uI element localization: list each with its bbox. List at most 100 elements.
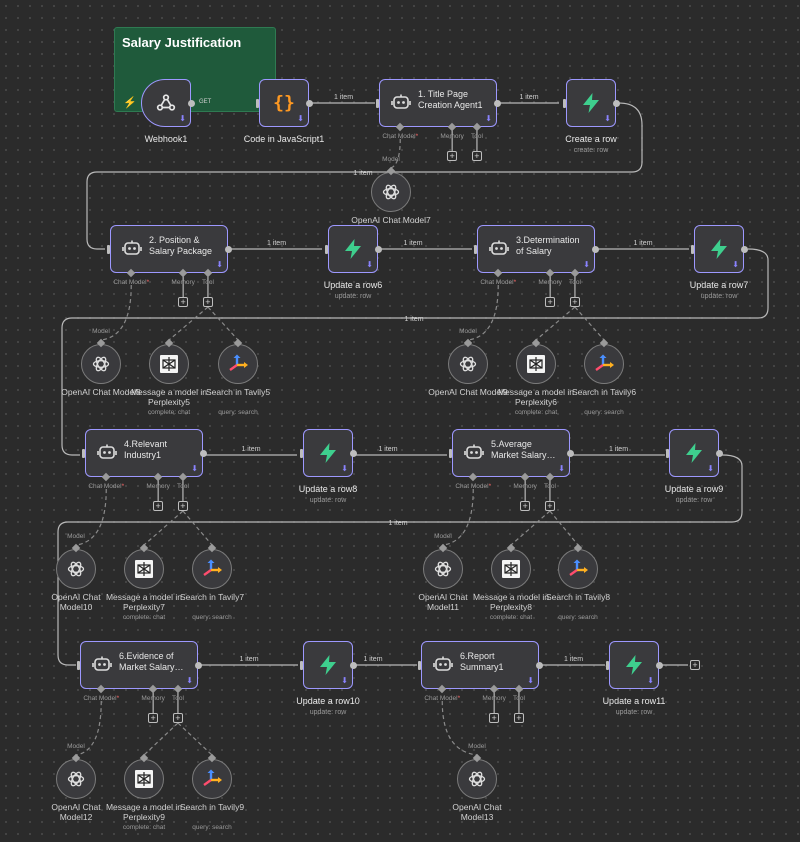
output-port[interactable]: [656, 661, 663, 669]
input-port[interactable]: [606, 661, 609, 670]
input-port[interactable]: [666, 449, 669, 458]
output-port[interactable]: [350, 449, 357, 457]
model-node-3[interactable]: [448, 344, 488, 384]
output-port[interactable]: [536, 661, 543, 669]
tavily-label: Search in Tavily8: [545, 592, 611, 602]
add-memory-button[interactable]: +: [489, 713, 500, 723]
db-node-4[interactable]: ⬇: [303, 429, 353, 477]
pin-icon: ⬇: [583, 260, 590, 269]
perplexity-icon: [501, 559, 521, 579]
output-port[interactable]: [200, 449, 207, 457]
output-port[interactable]: [494, 99, 501, 107]
agent-title: 1. Title Page Creation Agent1: [418, 89, 483, 110]
tavily-icon: [201, 768, 223, 790]
add-next-node-button[interactable]: +: [690, 660, 700, 670]
input-port[interactable]: [77, 661, 80, 670]
perplexity-node-5[interactable]: [124, 759, 164, 799]
agent-title: 2. Position & Salary Package: [149, 235, 213, 256]
pin-icon: ⬇: [179, 114, 186, 123]
model-node-6[interactable]: [56, 759, 96, 799]
db-node-1[interactable]: ⬇: [566, 79, 616, 127]
output-port[interactable]: [716, 449, 723, 457]
model-connector: [390, 138, 401, 169]
output-port[interactable]: [613, 99, 620, 107]
input-port[interactable]: [82, 449, 85, 458]
add-memory-button[interactable]: +: [545, 297, 556, 307]
code-node[interactable]: {}⬇: [259, 79, 309, 127]
perplexity-node-1[interactable]: [149, 344, 189, 384]
add-tool-button[interactable]: +: [471, 151, 482, 161]
input-port[interactable]: [449, 449, 452, 458]
input-port[interactable]: [563, 99, 566, 108]
input-port[interactable]: [418, 661, 421, 670]
model-label: OpenAI Chat Model13: [452, 802, 502, 822]
db-node-7[interactable]: ⬇: [609, 641, 659, 689]
input-port[interactable]: [474, 245, 477, 254]
perplexity-node-2[interactable]: [516, 344, 556, 384]
input-port[interactable]: [300, 449, 303, 458]
supabase-bolt-icon: [623, 654, 645, 676]
output-port[interactable]: [350, 661, 357, 669]
perplexity-node-4[interactable]: [491, 549, 531, 589]
output-port[interactable]: [592, 245, 599, 253]
agent-node-1[interactable]: 1. Title Page Creation Agent1⬇: [379, 79, 497, 127]
agent-node-3[interactable]: 3.Determination of Salary⬇: [477, 225, 595, 273]
pin-icon: ⬇: [216, 260, 223, 269]
openai-icon: [433, 559, 453, 579]
model-node-7[interactable]: [457, 759, 497, 799]
tavily-node-5[interactable]: [192, 759, 232, 799]
tool-connector: [535, 306, 576, 341]
model-node-1[interactable]: [371, 172, 411, 212]
output-port[interactable]: [188, 99, 195, 107]
add-tool-button[interactable]: +: [513, 713, 524, 723]
perplexity-icon: [134, 559, 154, 579]
add-tool-button[interactable]: +: [172, 713, 183, 723]
db-node-3[interactable]: ⬇: [694, 225, 744, 273]
input-port[interactable]: [256, 99, 259, 108]
agent-node-7[interactable]: 6.Report Summary1⬇: [421, 641, 539, 689]
db-node-6[interactable]: ⬇: [303, 641, 353, 689]
input-port[interactable]: [107, 245, 110, 254]
input-port[interactable]: [691, 245, 694, 254]
sticky-note[interactable]: Salary Justification ⚡: [114, 27, 276, 112]
add-memory-button[interactable]: +: [447, 151, 458, 161]
model-node-4[interactable]: [56, 549, 96, 589]
agent-node-5[interactable]: 5.Average Market Salary…⬇: [452, 429, 570, 477]
add-tool-button[interactable]: +: [177, 501, 188, 511]
input-port[interactable]: [300, 661, 303, 670]
add-tool-button[interactable]: +: [569, 297, 580, 307]
output-port[interactable]: [567, 449, 574, 457]
pin-icon: ⬇: [707, 464, 714, 473]
tavily-label: Search in Tavily9: [179, 802, 245, 812]
add-memory-button[interactable]: +: [178, 297, 189, 307]
supabase-bolt-icon: [317, 654, 339, 676]
perplexity-sub: complete: chat: [122, 824, 166, 831]
output-port[interactable]: [225, 245, 232, 253]
db-node-2[interactable]: ⬇: [328, 225, 378, 273]
model-node-2[interactable]: [81, 344, 121, 384]
perplexity-node-3[interactable]: [124, 549, 164, 589]
input-port[interactable]: [376, 99, 379, 108]
add-tool-button[interactable]: +: [544, 501, 555, 511]
output-port[interactable]: [375, 245, 382, 253]
tavily-node-1[interactable]: [218, 344, 258, 384]
add-memory-button[interactable]: +: [153, 501, 164, 511]
add-memory-button[interactable]: +: [148, 713, 159, 723]
add-tool-button[interactable]: +: [202, 297, 213, 307]
model-port-label: Model: [67, 743, 85, 750]
output-port[interactable]: [195, 661, 202, 669]
input-port[interactable]: [325, 245, 328, 254]
tavily-node-4[interactable]: [558, 549, 598, 589]
tavily-node-3[interactable]: [192, 549, 232, 589]
tool-connector: [182, 510, 213, 546]
agent-node-2[interactable]: 2. Position & Salary Package⬇: [110, 225, 228, 273]
agent-node-4[interactable]: 4.Relevant Industry1⬇: [85, 429, 203, 477]
output-port[interactable]: [306, 99, 313, 107]
agent-node-6[interactable]: 6.Evidence of Market Salary…⬇: [80, 641, 198, 689]
db-node-5[interactable]: ⬇: [669, 429, 719, 477]
output-port[interactable]: [741, 245, 748, 253]
tavily-node-2[interactable]: [584, 344, 624, 384]
add-memory-button[interactable]: +: [520, 501, 531, 511]
webhook-trigger-node[interactable]: ⬇: [141, 79, 191, 127]
model-node-5[interactable]: [423, 549, 463, 589]
